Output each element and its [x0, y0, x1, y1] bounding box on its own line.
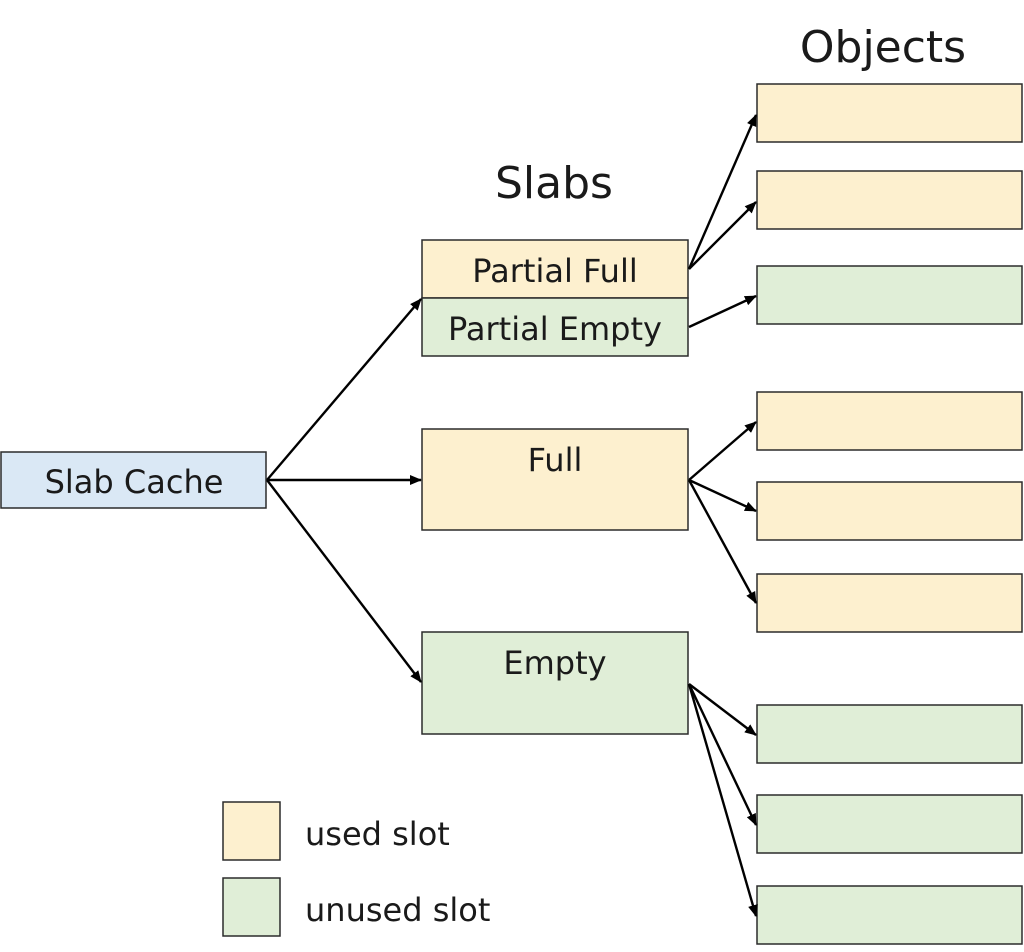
objects-heading: Objects — [800, 22, 966, 73]
object-slot-unused — [756, 794, 1023, 854]
legend-used-swatch — [222, 801, 281, 861]
slab-cache-label: Slab Cache — [45, 463, 224, 501]
object-slot-used — [756, 573, 1023, 633]
slabs-heading: Slabs — [495, 158, 613, 209]
arrow-full-to-object — [687, 479, 758, 604]
arrow-full-to-object — [688, 421, 757, 481]
object-slot-used — [756, 83, 1023, 143]
slab-empty-label: Empty — [503, 644, 606, 682]
slab-partial-empty-label: Partial Empty — [448, 310, 662, 348]
slab-partial-full — [421, 239, 689, 299]
slab-cache-box — [0, 451, 267, 509]
slab-partial-empty — [421, 297, 689, 357]
object-slot-unused — [756, 265, 1023, 325]
arrow-partial-empty-to-object — [688, 294, 757, 329]
legend-unused-swatch — [222, 877, 281, 937]
arrow-partial-full-to-object — [688, 201, 757, 270]
arrow-empty-to-object — [688, 683, 757, 736]
arrow-cache-to-empty — [266, 479, 422, 683]
arrow-cache-to-partial — [266, 298, 422, 481]
legend-used-label: used slot — [305, 815, 450, 853]
object-slot-unused — [756, 885, 1023, 945]
slab-full-label: Full — [528, 441, 583, 479]
object-slot-unused — [756, 704, 1023, 764]
slab-arrows — [687, 114, 758, 917]
arrow-empty-to-object — [687, 683, 758, 826]
object-slot-used — [756, 391, 1023, 451]
slab-partial-full-label: Partial Full — [472, 252, 637, 290]
arrow-partial-full-to-object — [687, 114, 758, 270]
arrow-empty-to-object — [687, 683, 758, 917]
cache-arrows — [266, 298, 422, 683]
slab-empty — [421, 631, 689, 735]
slab-full — [421, 428, 689, 531]
legend-unused-label: unused slot — [305, 891, 490, 929]
arrow-full-to-object — [688, 478, 757, 513]
legend: used slot unused slot — [222, 801, 490, 937]
object-slot-used — [756, 170, 1023, 230]
object-slot-used — [756, 481, 1023, 541]
